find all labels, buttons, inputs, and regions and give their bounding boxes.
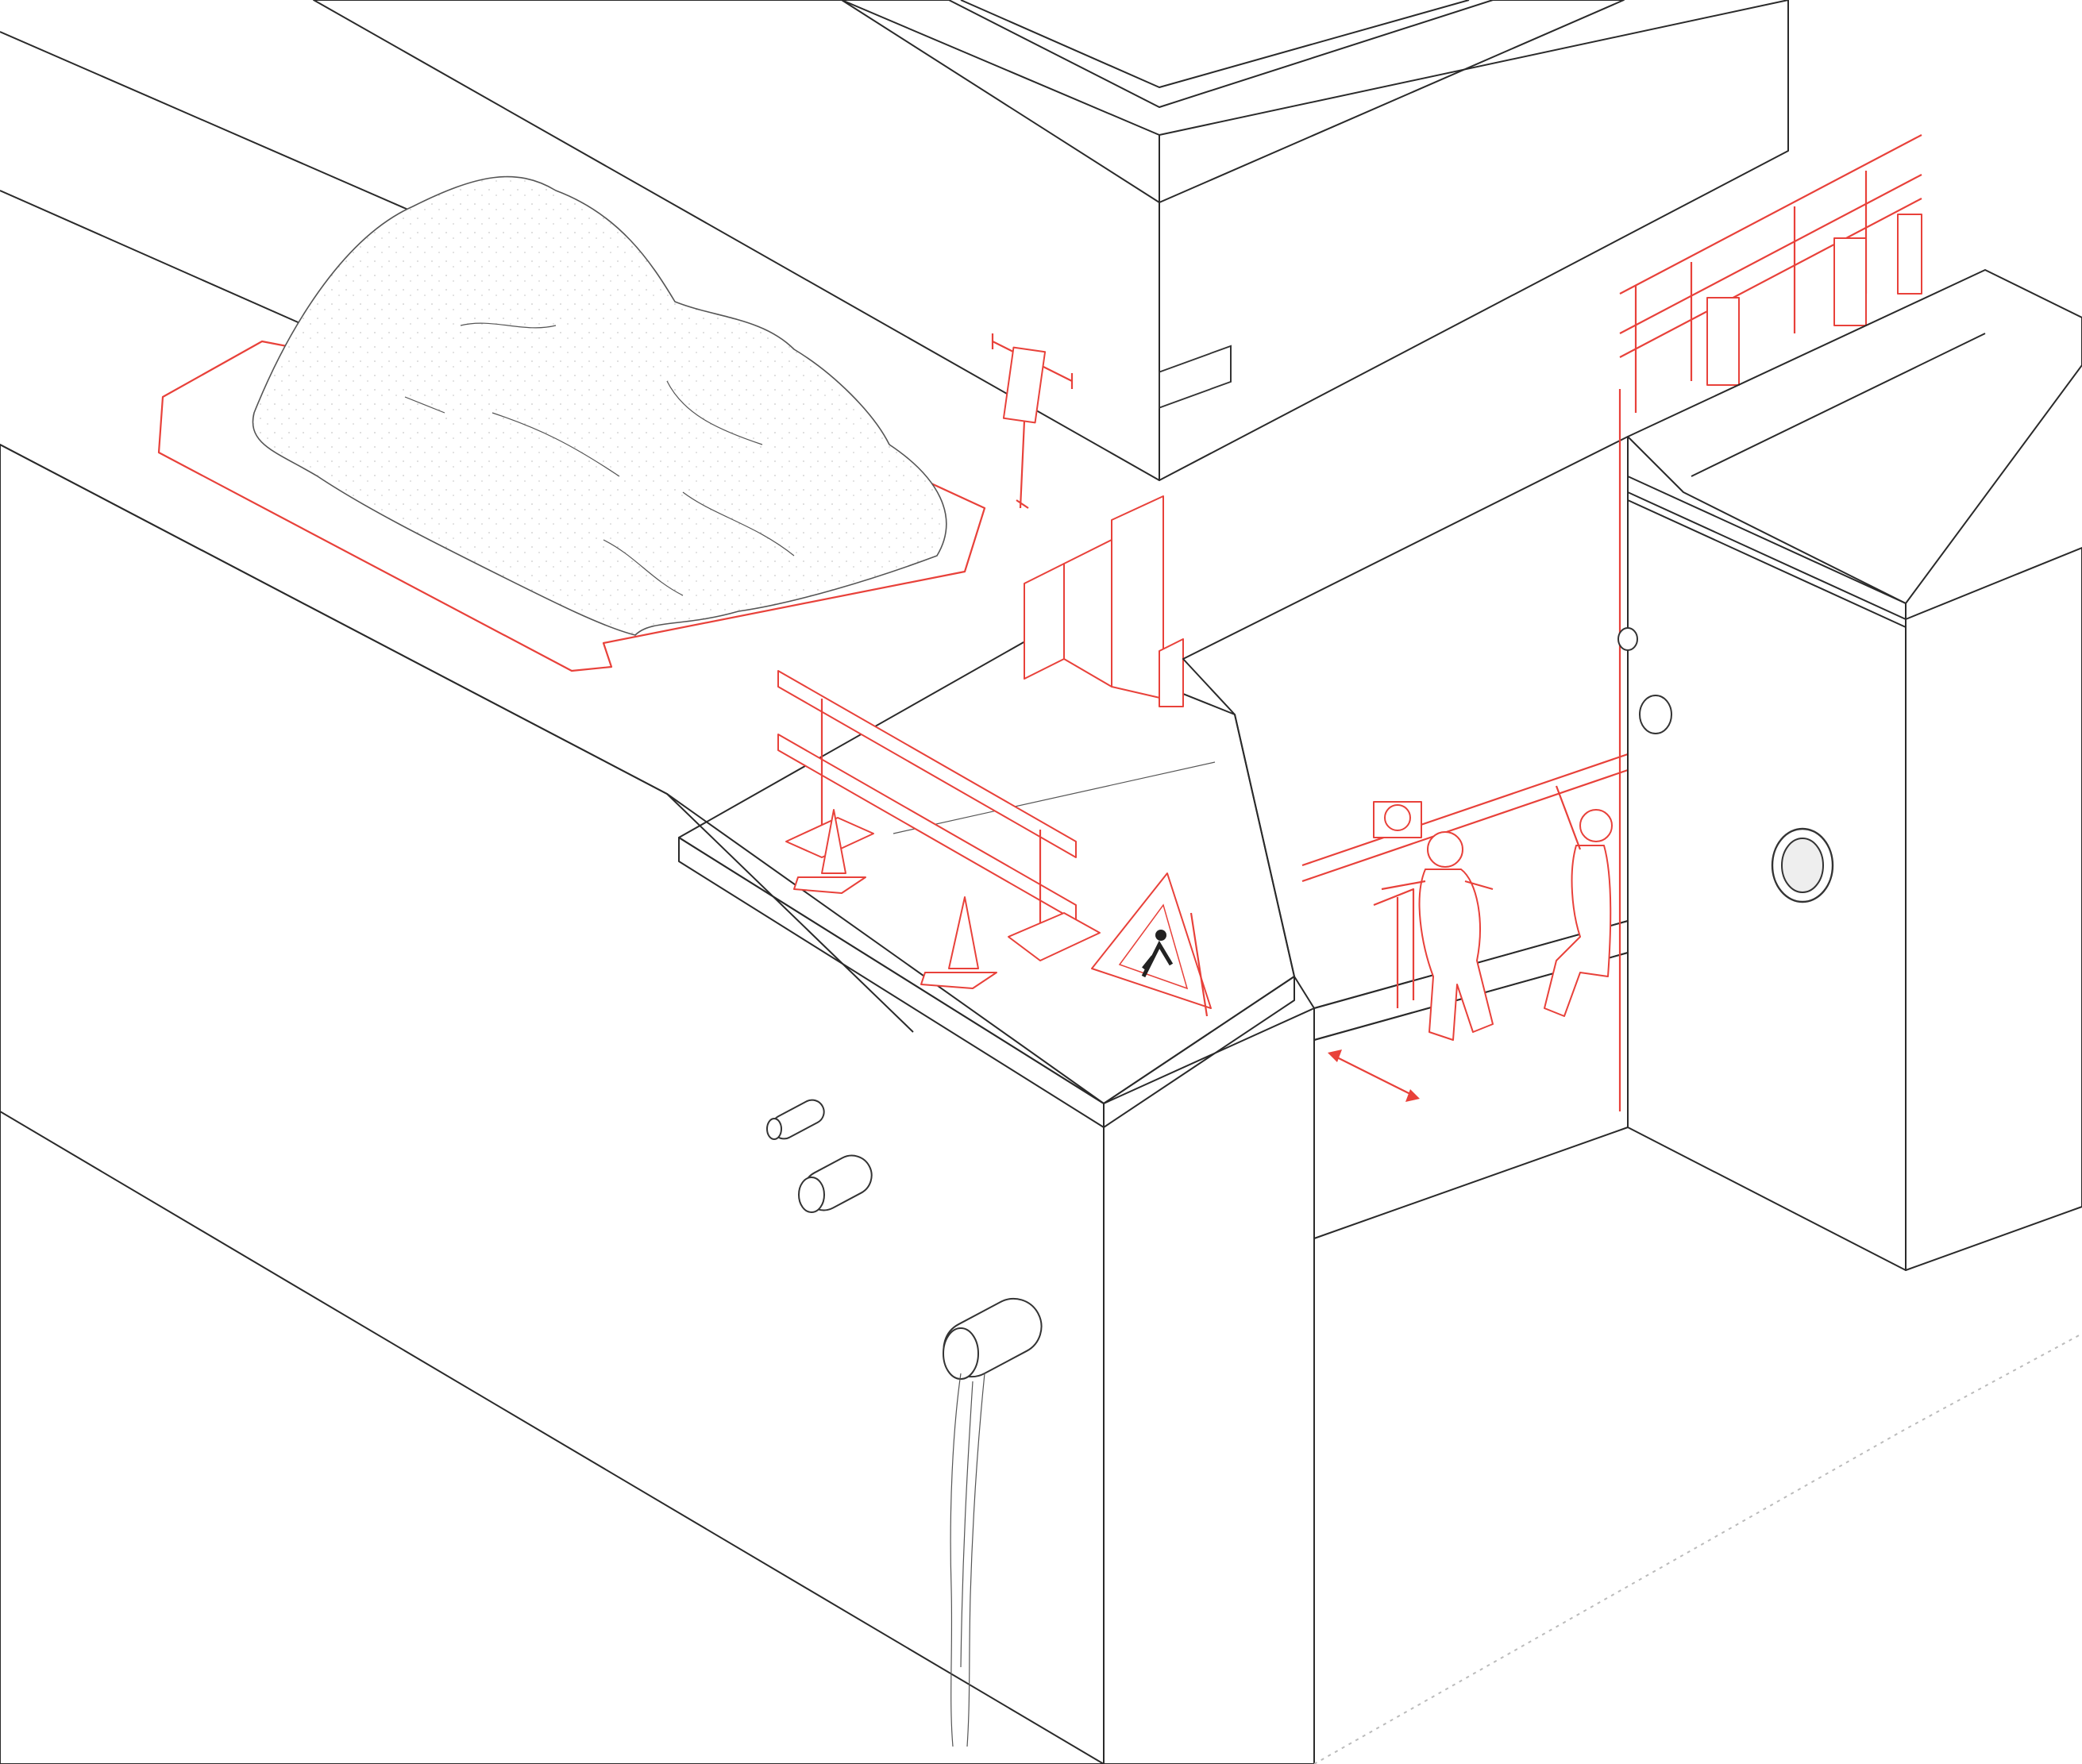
- right-block-top: [1627, 269, 2082, 604]
- excavated-soil-pile: [157, 175, 986, 672]
- left-soil-block-cut-face: [1103, 1007, 1315, 1764]
- drain-pipe-icon-4: [1771, 827, 1834, 903]
- ground-plane-dashed-line: [1313, 1333, 2082, 1764]
- scaffold-railing: [1619, 134, 1922, 413]
- right-block-gravel-edge: [1627, 476, 1907, 628]
- traffic-cone-icon-2: [920, 896, 997, 989]
- measurement-arrow: [1328, 1050, 1420, 1102]
- right-block-cut-face: [1905, 547, 2082, 1271]
- drain-pipe-icon-5: [1617, 627, 1672, 734]
- storm-drain-grate: [1159, 345, 1232, 409]
- brick-building: [313, 0, 1789, 481]
- soil-ground-line: [0, 1111, 1105, 1764]
- left-soil-block: [0, 444, 1315, 1764]
- curb-line: [893, 761, 1216, 834]
- soil-pile: [252, 175, 947, 636]
- worker-at-work-triangle-sign-icon: [1091, 872, 1212, 1017]
- construction-worker-icon: [1381, 831, 1494, 1041]
- construction-barrier-icon: [777, 670, 1101, 961]
- curb-right: [1103, 976, 1295, 1128]
- trench-brick-wall: [1182, 436, 1629, 1009]
- water-outflow: [950, 1373, 985, 1747]
- building-roof-parapet: [841, 0, 1625, 203]
- trench-shoring: [1024, 495, 1184, 707]
- right-soil-block: [1627, 269, 2082, 1271]
- roof-line: [960, 0, 1470, 88]
- core-drill-machine-icon: [1301, 753, 1629, 1008]
- building-right-wall: [1159, 0, 1789, 481]
- drain-pipe-icon-2: [798, 1154, 873, 1213]
- curb-stone-line: [1691, 333, 1986, 477]
- construction-worker-icon-2: [1544, 785, 1613, 1017]
- jackhammer-icon: [991, 333, 1074, 509]
- drain-pipe-icon: [766, 1099, 825, 1140]
- left-soil-block-front-face: [0, 444, 1105, 1764]
- traffic-cone-icon: [793, 809, 866, 894]
- drain-pipe-icon-3: [943, 1297, 1043, 1380]
